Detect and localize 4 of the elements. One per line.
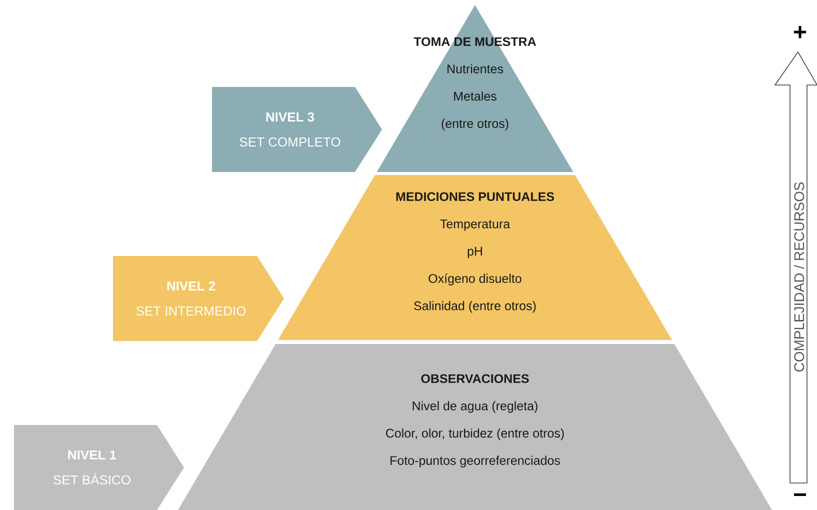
- level-tag: NIVEL 2 SET INTERMEDIO: [113, 256, 284, 341]
- scale-sign: −: [794, 493, 806, 496]
- level-tag: NIVEL 1 SET BÁSICO: [14, 424, 184, 510]
- level-tag: NIVEL 3 SET COMPLETO: [212, 86, 382, 172]
